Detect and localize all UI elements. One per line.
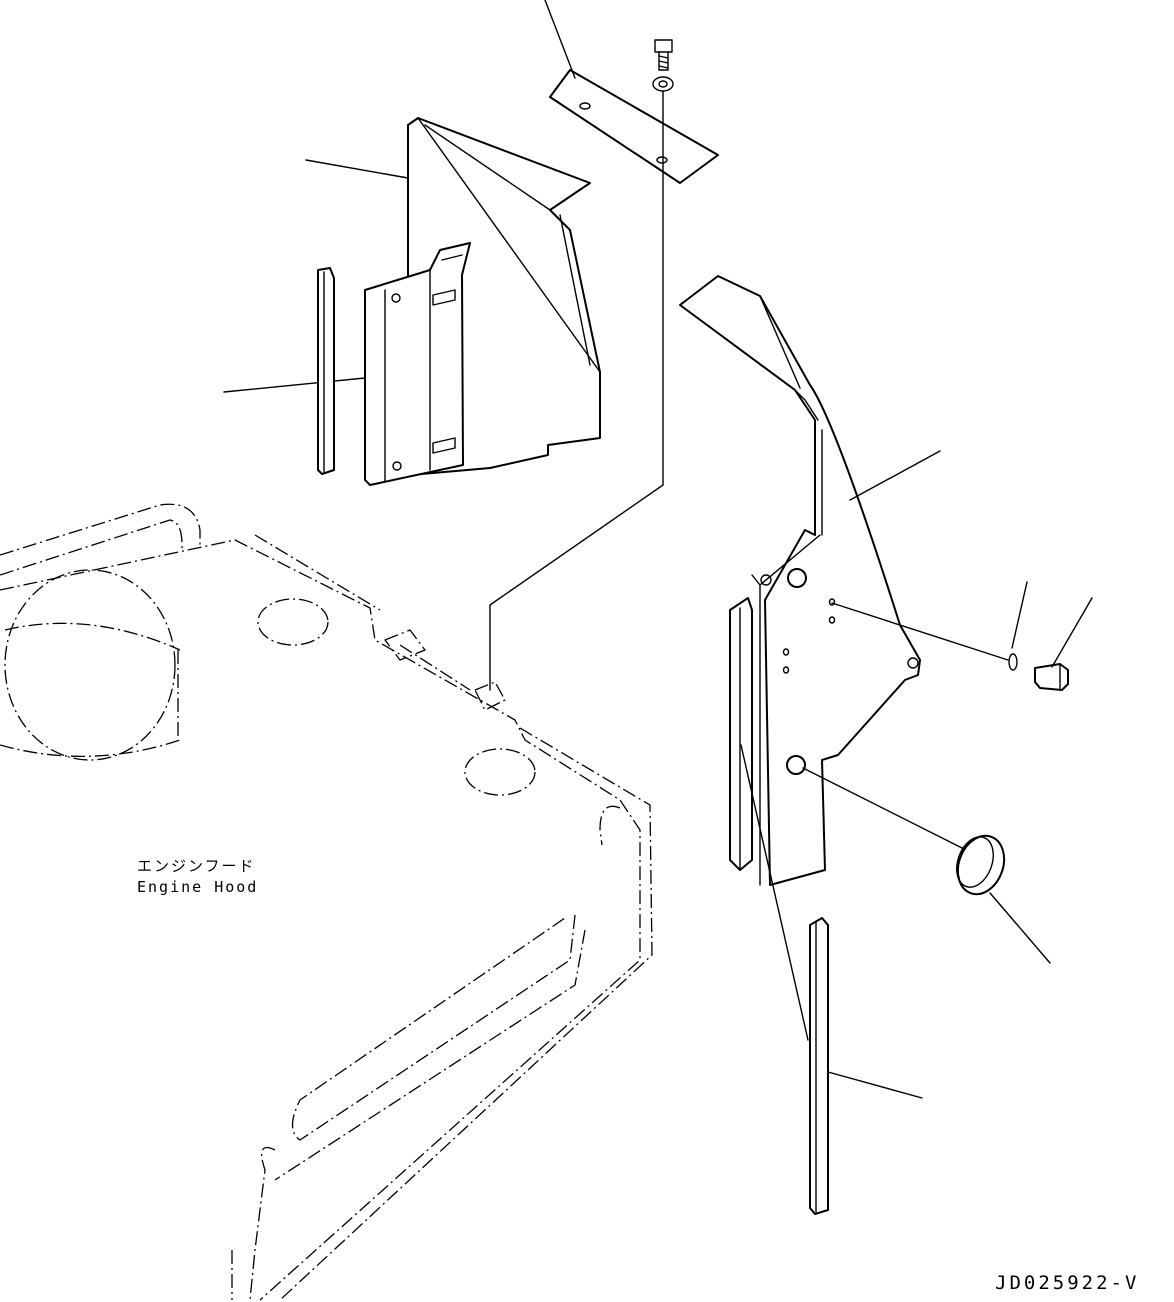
engine-hood-label-ja: エンジンフード [137, 857, 256, 875]
left-mount-plate [223, 242, 471, 486]
bolt-right [1034, 597, 1093, 691]
top-plate [544, 0, 719, 184]
bolt-top [654, 39, 673, 71]
right-cover [679, 275, 941, 886]
drawing-code: JD025922-V [995, 1272, 1140, 1294]
left-seal-strip [317, 267, 335, 475]
washer-top [652, 76, 674, 92]
leader-top-plate [489, 91, 664, 691]
washer-right [831, 581, 1028, 671]
right-front-channel [729, 597, 809, 1041]
engine-hood-outline [0, 503, 653, 1301]
engine-hood-label-en: Engine Hood [137, 878, 259, 896]
hole-plug [802, 767, 1051, 964]
right-seal-strip [809, 917, 923, 1215]
